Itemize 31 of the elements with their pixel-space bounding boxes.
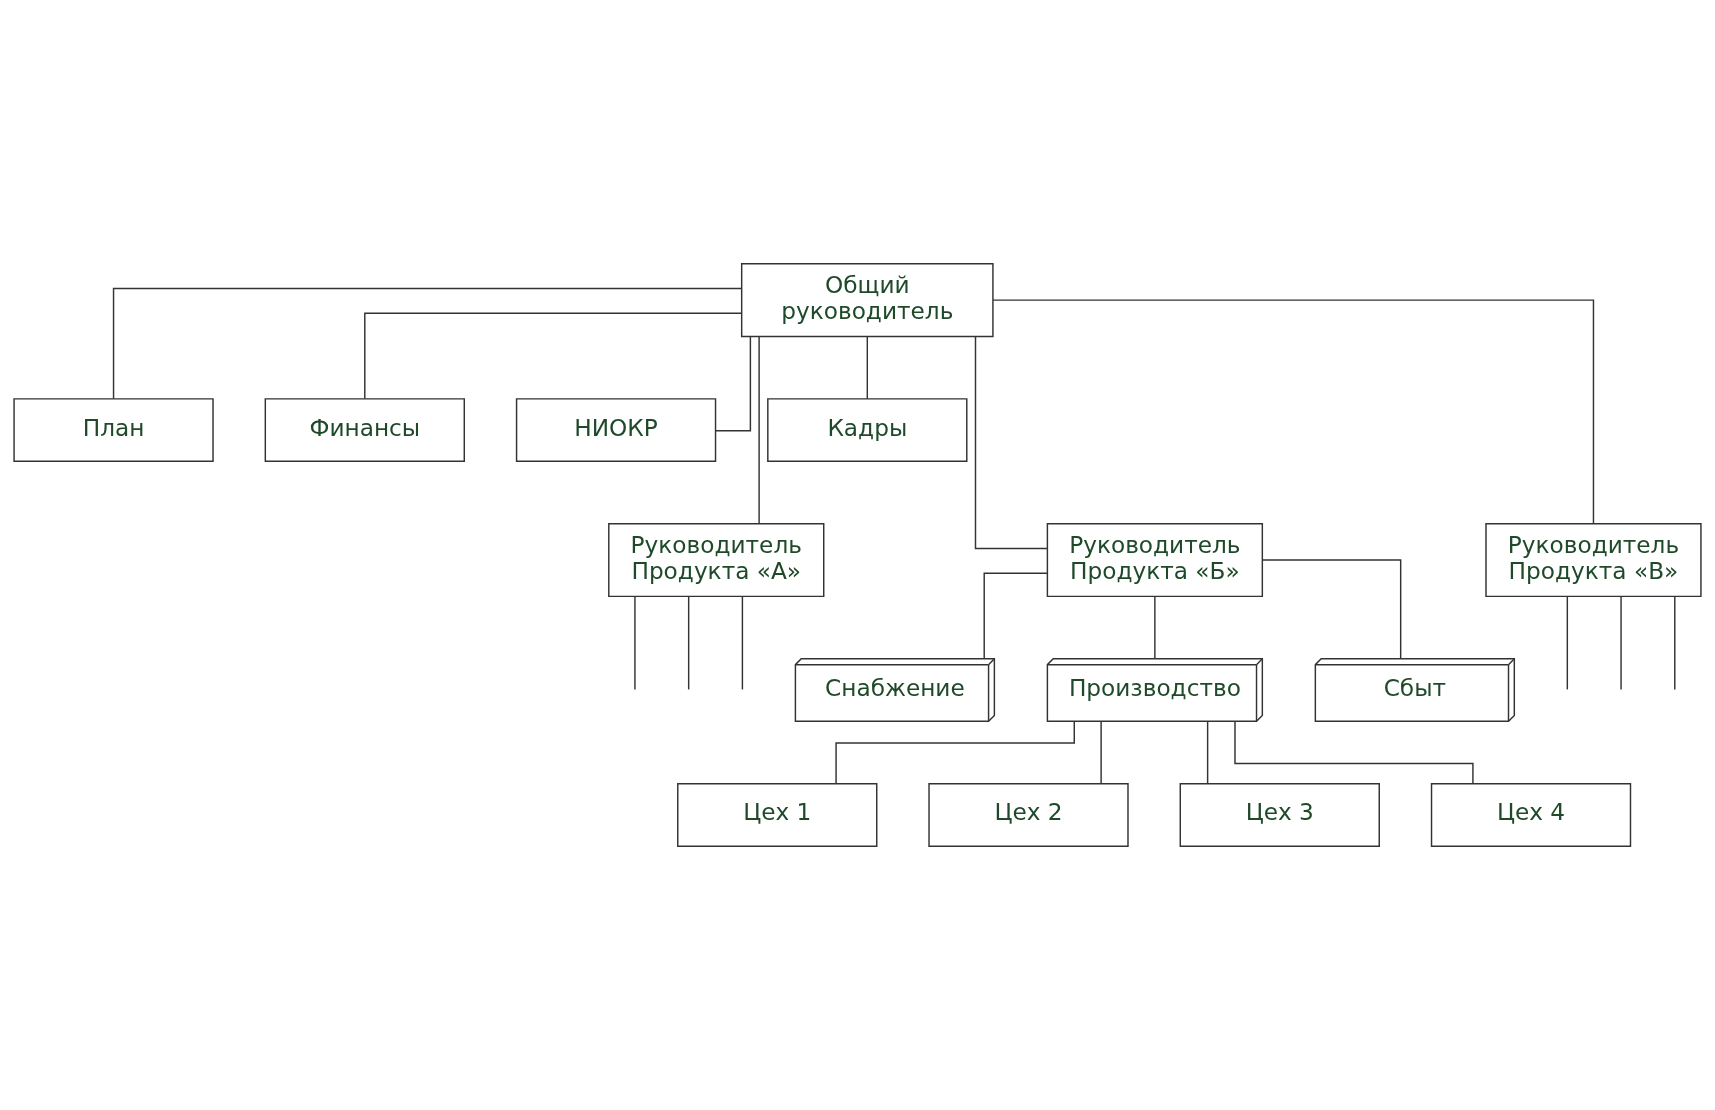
connector <box>758 336 760 525</box>
node-box: Кадры <box>767 398 968 463</box>
connector <box>866 336 869 400</box>
connector <box>983 572 1048 660</box>
connector <box>741 596 744 691</box>
connector <box>974 336 1048 550</box>
connector <box>1100 720 1102 785</box>
connector <box>1261 559 1402 660</box>
node-box: Руководитель Продукта «А» <box>608 523 825 598</box>
connector <box>1206 720 1209 785</box>
node-box: План <box>13 398 214 463</box>
connector <box>835 720 1075 785</box>
node-box: Цех 4 <box>1430 783 1632 847</box>
connector <box>1620 596 1622 691</box>
connector <box>687 596 690 691</box>
connector <box>634 596 636 691</box>
connector <box>715 335 752 432</box>
node-box: Руководитель Продукта «Б» <box>1046 523 1264 598</box>
node-box: Цех 2 <box>928 783 1129 847</box>
node-box: Общий руководитель <box>740 263 994 338</box>
connector <box>992 299 1595 525</box>
node-box: Финансы <box>264 398 465 463</box>
node-box: Цех 3 <box>1179 783 1380 847</box>
node-box: НИОКР <box>515 398 717 463</box>
node-box: Руководитель Продукта «В» <box>1485 523 1702 598</box>
node-box: Цех 1 <box>677 783 878 847</box>
connector <box>112 287 743 400</box>
connector <box>364 312 742 400</box>
connector <box>1566 596 1569 691</box>
connector <box>1674 596 1676 691</box>
connector <box>1154 596 1156 660</box>
